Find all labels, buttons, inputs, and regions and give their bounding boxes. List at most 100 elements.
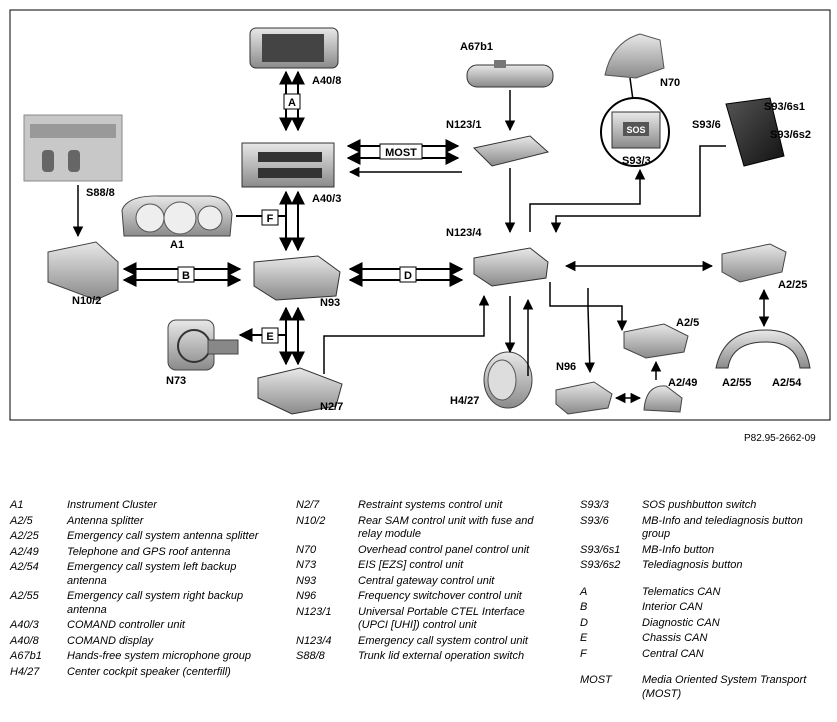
legend-description: Central CAN xyxy=(642,647,704,660)
legend-entry: N73 EIS [EZS] control unit xyxy=(296,559,552,573)
mb-info-button-group-picture xyxy=(725,97,785,167)
legend-code: S88/8 xyxy=(296,650,325,662)
legend-description: Instrument Cluster xyxy=(67,499,157,511)
legend-description: MB-Info and telediagnosis button group xyxy=(642,514,803,541)
legend-entry: N93 Central gateway control unit xyxy=(296,575,552,589)
legend-description: Overhead control panel control unit xyxy=(358,543,530,556)
legend-description: Emergency call system control unit xyxy=(358,634,528,647)
emergency-antenna-splitter-picture xyxy=(721,243,787,283)
label-n2-7: N2/7 xyxy=(320,401,343,413)
legend-entry: S93/3 SOS pushbutton switch xyxy=(580,499,832,513)
legend-description: EIS [EZS] control unit xyxy=(358,559,464,571)
legend-entry: A40/8 COMAND display xyxy=(10,635,272,649)
trunk-switch-picture xyxy=(23,114,123,182)
legend-code: N70 xyxy=(296,543,317,556)
can-a-link: A xyxy=(279,70,305,132)
legend-code: A40/3 xyxy=(10,619,39,631)
legend-code: N123/1 xyxy=(296,605,332,618)
emergency-call-control-unit-picture xyxy=(473,247,549,287)
legend-code: N73 xyxy=(296,559,317,571)
label-h4-27: H4/27 xyxy=(450,395,479,407)
label-n96: N96 xyxy=(556,361,576,373)
label-a2-5: A2/5 xyxy=(676,317,699,329)
legend-description: Chassis CAN xyxy=(642,632,708,644)
legend-description: Emergency call system left backup antenn… xyxy=(67,561,237,587)
label-s93-6: S93/6 xyxy=(692,119,721,131)
legend-code: MOST xyxy=(580,674,612,686)
most-link: MOST xyxy=(346,139,462,178)
legend-code: B xyxy=(580,601,588,613)
instrument-cluster-picture xyxy=(121,195,233,237)
legend-description: Emergency call system right backup anten… xyxy=(67,590,244,616)
label-a40-3: A40/3 xyxy=(312,193,341,205)
legend-description: MB-Info button xyxy=(642,543,715,556)
legend-entry: B Interior CAN xyxy=(580,601,832,615)
label-a2-55: A2/55 xyxy=(722,377,751,389)
label-n93: N93 xyxy=(320,297,340,309)
legend-description: Telephone and GPS roof antenna xyxy=(67,545,231,558)
legend-code: N10/2 xyxy=(296,514,326,527)
legend-description: Telematics CAN xyxy=(642,585,721,598)
comand-controller-picture xyxy=(241,142,335,188)
legend-code: A2/5 xyxy=(10,514,33,527)
label-n123-1: N123/1 xyxy=(446,119,481,131)
legend-description: Interior CAN xyxy=(642,601,703,613)
legend-code: A1 xyxy=(10,499,24,511)
antenna-splitter-picture xyxy=(623,323,689,359)
legend-code: A2/54 xyxy=(10,561,39,573)
legend-code: N93 xyxy=(296,574,317,587)
legend-description: Center cockpit speaker (centerfill) xyxy=(67,665,231,678)
legend-entry: A67b1 Hands-free system microphone group xyxy=(10,650,272,664)
legend-description: Hands-free system microphone group xyxy=(67,650,252,662)
reference-code: P82.95-2662-09 xyxy=(744,433,816,444)
label-a1: A1 xyxy=(170,239,184,251)
label-s93-3: S93/3 xyxy=(622,155,651,167)
legend-code: S93/6 xyxy=(580,514,609,527)
legend-description: Frequency switchover control unit xyxy=(358,590,522,602)
legend-entry: A2/5 Antenna splitter xyxy=(10,515,272,529)
legend-description: COMAND display xyxy=(67,634,154,647)
sos-button-text: SOS xyxy=(626,125,645,135)
legend-code: S93/3 xyxy=(580,499,609,511)
centerfill-speaker-picture xyxy=(483,351,533,409)
label-s88-8: S88/8 xyxy=(86,187,115,199)
legend-description: Diagnostic CAN xyxy=(642,616,720,629)
microphone-group-picture xyxy=(466,60,554,88)
legend-entry: E Chassis CAN xyxy=(580,632,832,646)
legend-description: Emergency call system antenna splitter xyxy=(67,530,259,542)
label-s93-6s2: S93/6s2 xyxy=(770,129,811,141)
legend-code: A67b1 xyxy=(10,650,42,662)
signal-lines xyxy=(72,90,770,404)
restraint-control-unit-picture xyxy=(257,367,343,415)
legend-entry: N70 Overhead control panel control unit xyxy=(296,544,552,558)
legend-code: N2/7 xyxy=(296,499,320,511)
legend-code: N123/4 xyxy=(296,634,332,647)
rear-sam-picture xyxy=(47,241,119,301)
legend-entry: S93/6 MB-Info and telediagnosis button gr… xyxy=(580,515,832,542)
legend-code: A40/8 xyxy=(10,634,39,647)
gateway-control-unit-picture xyxy=(253,255,341,301)
legend-description: Central gateway control unit xyxy=(358,574,495,587)
upci-control-unit-picture xyxy=(472,135,550,167)
label-n123-4: N123/4 xyxy=(446,227,482,239)
legend-description: SOS pushbutton switch xyxy=(642,499,757,511)
legend-code: E xyxy=(580,632,588,644)
can-e-link: E xyxy=(238,306,305,366)
label-a67b1: A67b1 xyxy=(460,41,493,53)
can-b-link: B xyxy=(122,262,242,287)
legend-description: Antenna splitter xyxy=(67,514,144,527)
